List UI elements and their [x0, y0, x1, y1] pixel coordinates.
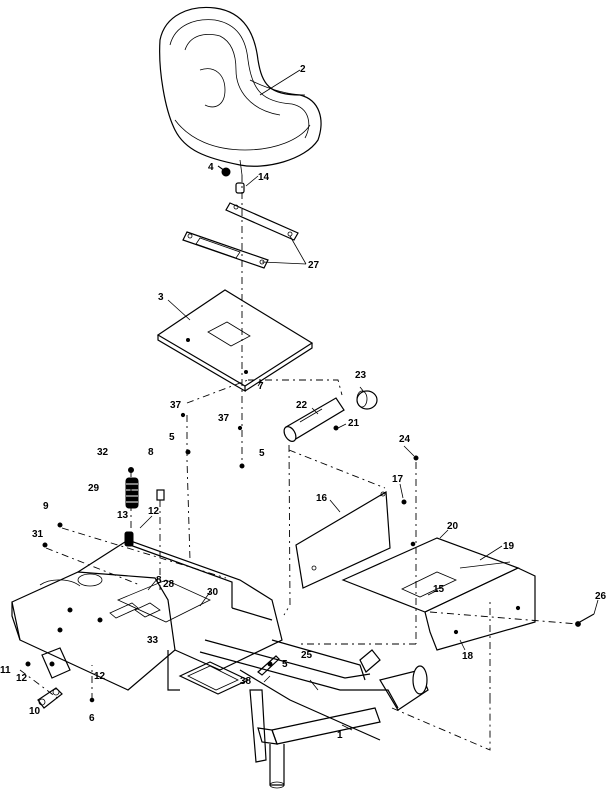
- callout-5-lower: 5: [282, 659, 288, 670]
- tube-part-22[interactable]: [282, 397, 345, 443]
- shield-part-18[interactable]: [424, 561, 536, 651]
- callout-33: 33: [147, 635, 159, 646]
- seat-rail-upper[interactable]: [225, 202, 299, 241]
- spring-part-29[interactable]: [125, 477, 139, 509]
- callout-26: 26: [595, 591, 607, 602]
- callout-16: 16: [316, 493, 328, 504]
- linkage-part-10[interactable]: [37, 687, 63, 709]
- lever-part-38[interactable]: [257, 655, 280, 676]
- pin-part-31[interactable]: [42, 542, 48, 548]
- callout-20: 20: [447, 521, 459, 532]
- callout-leaders: [139, 69, 599, 731]
- side-panel-part-16[interactable]: [295, 490, 391, 589]
- callout-31: 31: [32, 529, 44, 540]
- callout-24: 24: [399, 434, 411, 445]
- bolt-part-37b[interactable]: [237, 425, 243, 431]
- callout-9: 9: [43, 501, 49, 512]
- spring-part-13[interactable]: [124, 531, 134, 547]
- callout-12-left: 12: [16, 673, 28, 684]
- screw-part-21[interactable]: [333, 425, 339, 431]
- callout-14: 14: [258, 172, 270, 183]
- floor-plate-part-20[interactable]: [341, 537, 520, 613]
- callout-1: 1: [337, 730, 343, 741]
- bushing-part-14[interactable]: [235, 182, 245, 194]
- callout-8-lower: 8: [156, 575, 162, 586]
- callout-10: 10: [29, 706, 41, 717]
- callout-37-left: 37: [170, 400, 182, 411]
- bolt-part-26[interactable]: [575, 613, 595, 627]
- callout-7: 7: [258, 381, 264, 392]
- callout-32: 32: [97, 447, 109, 458]
- callout-5-upper-right: 5: [259, 448, 265, 459]
- clip-part-11[interactable]: [25, 661, 31, 667]
- seat-part[interactable]: [159, 6, 322, 176]
- bolt-part-5c[interactable]: [267, 661, 273, 667]
- callout-12-lower: 12: [94, 671, 106, 682]
- callout-23: 23: [355, 370, 367, 381]
- bolt-part-37a[interactable]: [180, 412, 186, 418]
- cap-part-23[interactable]: [356, 390, 378, 410]
- callout-5-upper-left: 5: [169, 432, 175, 443]
- bolt-part-24[interactable]: [413, 455, 419, 461]
- callout-30: 30: [207, 587, 219, 598]
- callout-28: 28: [163, 579, 175, 590]
- bolt-part-17[interactable]: [401, 499, 407, 505]
- callout-25: 25: [301, 650, 313, 661]
- seat-rail-lower[interactable]: [182, 231, 269, 269]
- callout-2: 2: [300, 64, 306, 75]
- pin-part-9[interactable]: [57, 522, 63, 528]
- callout-4: 4: [208, 162, 214, 173]
- spacer-part-8[interactable]: [156, 489, 165, 501]
- main-frame-assembly[interactable]: [11, 539, 429, 789]
- callout-38: 38: [240, 676, 252, 687]
- callout-3: 3: [158, 292, 164, 303]
- callout-6: 6: [89, 713, 95, 724]
- callout-8-upper: 8: [148, 447, 154, 458]
- callout-11: 11: [0, 665, 11, 676]
- callout-27: 27: [308, 260, 320, 271]
- callout-21: 21: [348, 418, 360, 429]
- callout-22: 22: [296, 400, 308, 411]
- callout-15: 15: [433, 584, 445, 595]
- callout-13: 13: [117, 510, 129, 521]
- assembly-leader-lines: [19, 175, 579, 751]
- callout-37-right: 37: [218, 413, 230, 424]
- callout-18: 18: [462, 651, 474, 662]
- callout-labels: 1 2 3 4 5 5 5 6 7 8 8 9 10 11 12 12 12 1…: [0, 64, 607, 741]
- callout-12-upper: 12: [148, 506, 160, 517]
- callout-19: 19: [503, 541, 515, 552]
- callout-29: 29: [88, 483, 100, 494]
- callout-17: 17: [392, 474, 404, 485]
- seat-plate-part-3[interactable]: [156, 289, 314, 393]
